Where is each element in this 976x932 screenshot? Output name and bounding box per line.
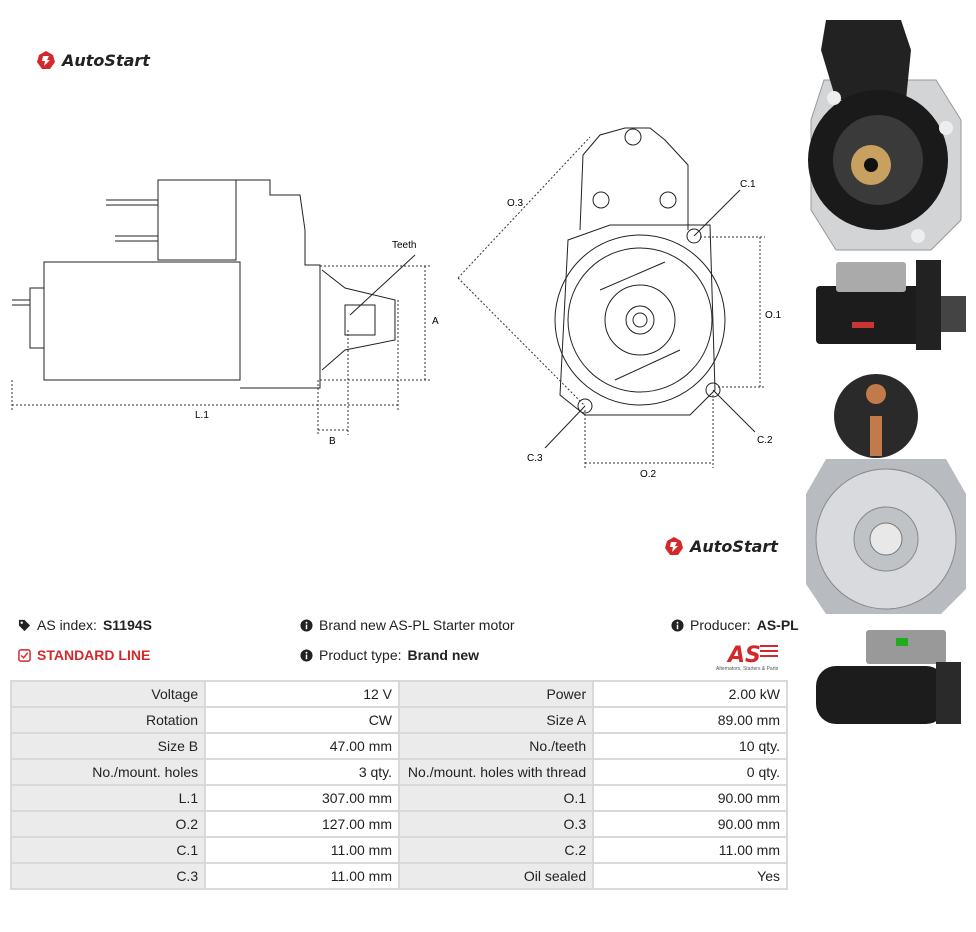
- label-c3: C.3: [527, 453, 543, 464]
- spec-label: Power: [400, 682, 593, 706]
- starter-angle-photo[interactable]: [806, 626, 968, 732]
- flange-plate: [559, 224, 716, 416]
- label-o3: O.3: [507, 198, 524, 209]
- product-type-label: Product type:: [319, 647, 402, 663]
- product-description: Brand new AS-PL Starter motor: [300, 617, 515, 633]
- product-type: Product type: Brand new: [300, 647, 479, 663]
- starter-side-photo[interactable]: [806, 256, 968, 356]
- checkbox-icon: [18, 648, 31, 662]
- spec-label: O.2: [12, 812, 205, 836]
- starter-front-photo[interactable]: [806, 10, 966, 252]
- motor-body: [43, 261, 241, 381]
- label-c2: C.2: [757, 435, 773, 446]
- as-index-label: AS index:: [37, 617, 97, 633]
- spec-value: 11.00 mm: [594, 838, 786, 862]
- spec-value: 90.00 mm: [594, 812, 786, 836]
- product-type-value: Brand new: [407, 647, 480, 663]
- autostart-logo-text: AutoStart: [62, 50, 150, 70]
- spec-value: 10 qty.: [594, 734, 786, 758]
- spec-label: O.1: [400, 786, 593, 810]
- spec-value: 2.00 kW: [594, 682, 786, 706]
- spec-value: 12 V: [206, 682, 399, 706]
- as-pl-logo-subtitle: Alternators, Starters & Parts: [716, 666, 779, 672]
- spec-value: 3 qty.: [206, 760, 399, 784]
- autostart-logo-icon: [37, 51, 55, 69]
- label-teeth: Teeth: [392, 240, 416, 251]
- spec-label: Size B: [12, 734, 205, 758]
- description-text: Brand new AS-PL Starter motor: [319, 617, 515, 633]
- label-o2: O.2: [640, 469, 657, 480]
- spec-label: C.3: [12, 864, 205, 888]
- label-b: B: [329, 436, 336, 447]
- spec-value: 0 qty.: [594, 760, 786, 784]
- spec-label: Oil sealed: [400, 864, 593, 888]
- flange-top: [579, 127, 689, 231]
- as-pl-logo-text: AS: [726, 643, 761, 668]
- technical-drawing: Teeth A L.1 B O.3 C.1 O.1 C.2 C.3 O.2: [11, 127, 782, 480]
- spec-value: 11.00 mm: [206, 838, 399, 862]
- info-icon: [300, 648, 313, 662]
- solenoid: [157, 179, 237, 261]
- as-pl-logo: AS Alternators, Starters & Parts: [716, 643, 779, 672]
- autostart-logo-icon: [665, 537, 683, 555]
- line-badge: STANDARD LINE: [18, 647, 150, 663]
- starter-end-photo[interactable]: [806, 364, 968, 616]
- spec-label: No./teeth: [400, 734, 593, 758]
- spec-label: C.1: [12, 838, 205, 862]
- spec-label: Size A: [400, 708, 593, 732]
- line-label: STANDARD LINE: [37, 647, 151, 663]
- autostart-logo-secondary: AutoStart: [664, 536, 778, 556]
- spec-value: 47.00 mm: [206, 734, 399, 758]
- label-o1: O.1: [765, 310, 782, 321]
- label-c1: C.1: [740, 179, 756, 190]
- spec-label: No./mount. holes with thread: [400, 760, 593, 784]
- label-a: A: [432, 316, 439, 327]
- hole-c1: [686, 228, 702, 244]
- producer: Producer: AS-PL: [671, 617, 799, 633]
- spec-value: 307.00 mm: [206, 786, 399, 810]
- spec-label: O.3: [400, 812, 593, 836]
- as-index: AS index: S1194S: [18, 617, 152, 633]
- autostart-logo[interactable]: AutoStart: [36, 50, 150, 70]
- drive-housing: [236, 179, 321, 389]
- tags-icon: [18, 619, 31, 631]
- spec-label: Rotation: [12, 708, 205, 732]
- hole-c3: [577, 398, 593, 414]
- spec-value: 11.00 mm: [206, 864, 399, 888]
- spec-value: 89.00 mm: [594, 708, 786, 732]
- producer-label: Producer:: [690, 617, 751, 633]
- spec-value: Yes: [594, 864, 786, 888]
- producer-value: AS-PL: [756, 617, 799, 633]
- spec-value: 127.00 mm: [206, 812, 399, 836]
- autostart-logo-text: AutoStart: [690, 536, 778, 556]
- spec-value: 90.00 mm: [594, 786, 786, 810]
- spec-label: Voltage: [12, 682, 205, 706]
- end-cap-outer: [554, 234, 726, 406]
- spec-value: CW: [206, 708, 399, 732]
- label-l1: L.1: [195, 410, 209, 421]
- as-index-value: S1194S: [102, 617, 152, 633]
- spec-label: L.1: [12, 786, 205, 810]
- spec-label: C.2: [400, 838, 593, 862]
- info-icon: [300, 618, 313, 632]
- info-icon: [671, 618, 684, 632]
- spec-label: No./mount. holes: [12, 760, 205, 784]
